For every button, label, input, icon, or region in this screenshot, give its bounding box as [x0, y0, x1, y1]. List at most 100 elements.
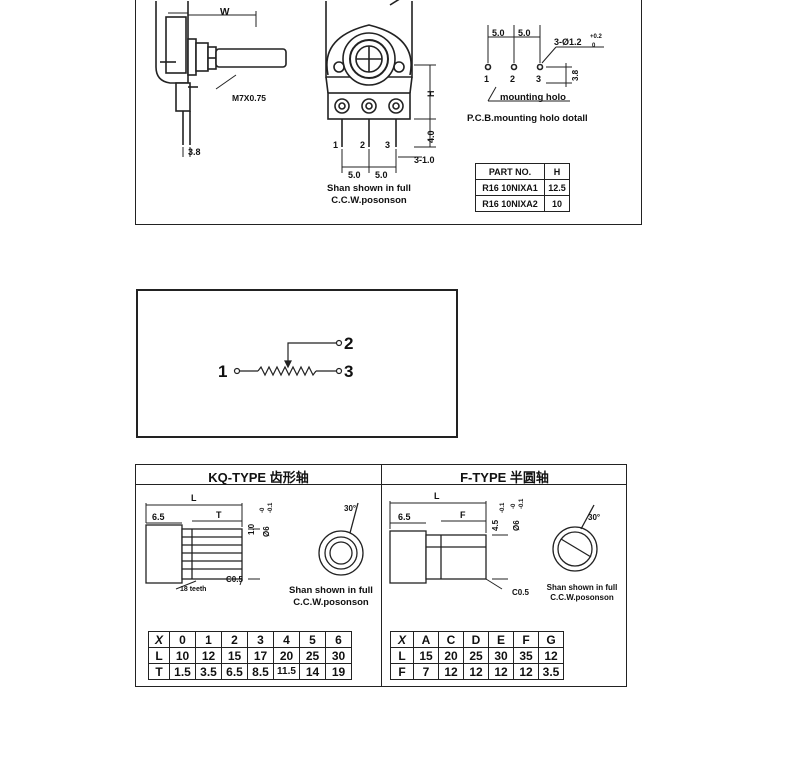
kq-table-cell: 8.5	[247, 663, 274, 680]
f-dim-dia: Ø6	[512, 520, 521, 531]
f-dim-4-5-tol: -0.1	[500, 502, 506, 513]
schematic-pin-1: 1	[218, 362, 227, 381]
f-table-cell: E	[488, 631, 514, 648]
pitch-b-label: 5.0	[375, 170, 388, 180]
kq-table-cell: 4	[273, 631, 300, 648]
part-table-header: PART NO.	[475, 163, 545, 180]
thread-label: M7X0.75	[232, 93, 266, 103]
f-dimension-table: X A C D E F G L 15 20 25 30 35 12 F 7 12…	[390, 631, 564, 680]
f-dim-c05: C0.5	[512, 588, 529, 597]
f-table-cell: C	[438, 631, 464, 648]
f-dim-6-5: 6.5	[398, 512, 411, 522]
f-table-cell: 20	[438, 647, 464, 664]
f-table-cell: X	[390, 631, 414, 648]
pin-3-label: 3	[385, 140, 390, 150]
kq-dim-dia-tol-top: -0	[260, 507, 266, 513]
front-view-caption: Shan shown in full C.C.W.posonson	[314, 183, 424, 207]
dim-w-label: W	[220, 7, 230, 18]
dim-3-8-label: 3.8	[188, 147, 201, 157]
kq-dim-t: T	[216, 510, 222, 520]
schematic-pin-3: 3	[344, 362, 353, 381]
f-table-row-l: L 15 20 25 30 35 12	[390, 647, 564, 664]
mounting-label: mounting holo	[500, 92, 566, 103]
f-caption-line2: C.C.W.posonson	[550, 593, 614, 602]
pcb-pin-3-label: 3	[536, 74, 541, 84]
f-table-cell: 3.5	[538, 663, 564, 680]
pcb-pin-2-label: 2	[510, 74, 515, 84]
kq-caption-line2: C.C.W.posonson	[293, 597, 369, 608]
schematic-pin-2: 2	[344, 334, 353, 353]
f-dim-f: F	[460, 510, 466, 520]
kq-caption: Shan shown in full C.C.W.posonson	[281, 585, 381, 609]
kq-table-cell: 3.5	[195, 663, 222, 680]
mechanical-drawing-panel: W M7X0.75 3.8	[135, 0, 642, 225]
kq-dim-1-0: 1.0	[247, 523, 256, 535]
kq-caption-line1: Shan shown in full	[289, 585, 373, 596]
part-table-header-row: PART NO. H	[475, 163, 570, 180]
dim-3-1-0-label: 3-1.0	[414, 155, 435, 165]
shaft-types-panel: KQ-TYPE 齿形轴 F-TYPE 半圆轴 L 6.5	[135, 464, 627, 687]
kq-table-cell: X	[148, 631, 170, 648]
part-table-header: H	[544, 163, 570, 180]
kq-table-cell: 5	[299, 631, 326, 648]
kq-dim-6-5: 6.5	[152, 512, 165, 522]
f-table-cell: 12	[513, 663, 539, 680]
kq-angle-label: 30°	[344, 504, 356, 513]
kq-table-cell: 3	[247, 631, 274, 648]
part-table-cell: 10	[544, 195, 570, 212]
kq-dim-c05: C0.5	[226, 575, 243, 584]
f-table-row-f: F 7 12 12 12 12 3.5	[390, 663, 564, 680]
resistor-symbol	[257, 365, 317, 377]
f-table-cell: F	[513, 631, 539, 648]
kq-table-row-t: T 1.5 3.5 6.5 8.5 11.5 14 19	[148, 663, 352, 680]
front-view-caption-line1: Shan shown in full	[327, 183, 411, 194]
f-caption: Shan shown in full C.C.W.posonson	[540, 583, 624, 603]
kq-table-cell: 6.5	[221, 663, 248, 680]
f-table-cell: 35	[513, 647, 539, 664]
kq-table-cell: 10	[169, 647, 196, 664]
kq-table-row-x: X 0 1 2 3 4 5 6	[148, 631, 352, 648]
kq-teeth-label: 18 teeth	[180, 586, 206, 593]
kq-table-cell: 25	[299, 647, 326, 664]
front-view	[325, 0, 413, 147]
part-number-table: PART NO. H R16 10NIXA1 12.5 R16 10NIXA2 …	[475, 163, 570, 212]
part-table-row: R16 10NIXA2 10	[475, 195, 570, 212]
kq-table-cell: 19	[325, 663, 352, 680]
part-table-cell: 12.5	[544, 179, 570, 196]
shaft-panel-vertical-divider	[381, 465, 382, 686]
part-table-row: R16 10NIXA1 12.5	[475, 179, 570, 196]
kq-table-cell: 20	[273, 647, 300, 664]
f-table-cell: 7	[413, 663, 439, 680]
kq-dimension-table: X 0 1 2 3 4 5 6 L 10 12 15 17 20 25 30 T…	[148, 631, 352, 680]
kq-dim-l: L	[191, 493, 197, 503]
f-table-cell: 12	[538, 647, 564, 664]
dim-h-label: H	[426, 91, 436, 98]
kq-table-cell: 15	[221, 647, 248, 664]
part-table-cell: R16 10NIXA2	[475, 195, 545, 212]
kq-table-cell: 17	[247, 647, 274, 664]
pcb-pitch-b-label: 5.0	[518, 28, 531, 38]
f-dim-dia-tol-top: -0	[511, 503, 517, 509]
kq-table-cell: 1	[195, 631, 222, 648]
pcb-pitch-a-label: 5.0	[492, 28, 505, 38]
kq-table-cell: L	[148, 647, 170, 664]
f-angle-label: 30°	[588, 513, 600, 522]
f-table-cell: A	[413, 631, 439, 648]
side-view	[155, 1, 287, 145]
part-table-cell: R16 10NIXA1	[475, 179, 545, 196]
f-table-cell: 30	[488, 647, 514, 664]
pcb-pin-1-label: 1	[484, 74, 489, 84]
f-table-cell: 15	[413, 647, 439, 664]
pcb-hole-label: 3-Ø1.2	[554, 37, 582, 47]
kq-table-cell: 1.5	[169, 663, 196, 680]
f-table-cell: L	[390, 647, 414, 664]
f-table-row-x: X A C D E F G	[390, 631, 564, 648]
kq-table-cell: 14	[299, 663, 326, 680]
wiper-line	[287, 342, 336, 363]
f-table-cell: F	[390, 663, 414, 680]
kq-shaft-drawing	[145, 502, 364, 584]
f-dim-l: L	[434, 491, 440, 501]
kq-dim-dia-tol-bot: -0.1	[268, 502, 274, 513]
f-table-cell: 12	[488, 663, 514, 680]
front-view-caption-line2: C.C.W.posonson	[331, 195, 407, 206]
